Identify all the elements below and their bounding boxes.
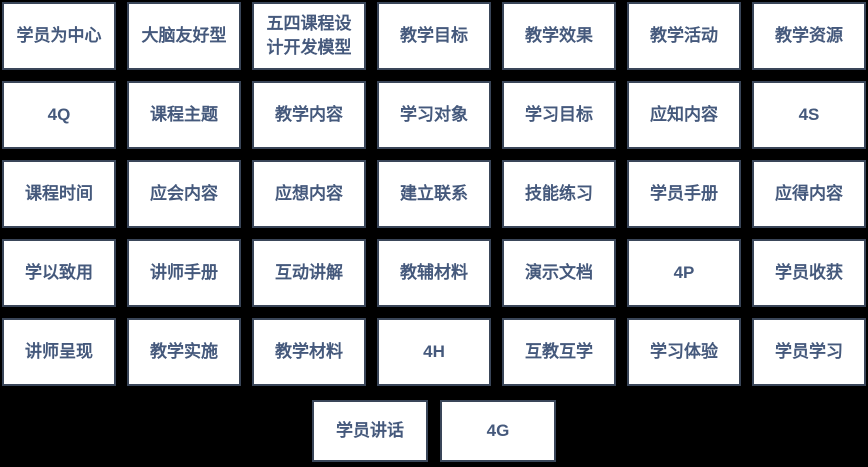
card[interactable]: 学员讲话 [312,400,428,462]
card[interactable]: 学员为中心 [2,2,116,70]
card[interactable]: 学员收获 [752,239,866,307]
card[interactable]: 应会内容 [127,160,241,228]
card[interactable]: 教学效果 [502,2,616,70]
card[interactable]: 五四课程设计开发模型 [252,2,366,70]
card[interactable]: 应知内容 [627,81,741,149]
card[interactable]: 技能练习 [502,160,616,228]
card[interactable]: 教学材料 [252,318,366,386]
card[interactable]: 课程时间 [2,160,116,228]
card[interactable]: 教学实施 [127,318,241,386]
card[interactable]: 互教互学 [502,318,616,386]
card[interactable]: 学习体验 [627,318,741,386]
card[interactable]: 4S [752,81,866,149]
card[interactable]: 教学活动 [627,2,741,70]
card[interactable]: 教学目标 [377,2,491,70]
card[interactable]: 学以致用 [2,239,116,307]
card[interactable]: 学习对象 [377,81,491,149]
card[interactable]: 教学资源 [752,2,866,70]
card[interactable]: 4P [627,239,741,307]
card[interactable]: 应想内容 [252,160,366,228]
card[interactable]: 课程主题 [127,81,241,149]
card[interactable]: 4G [440,400,556,462]
card[interactable]: 4H [377,318,491,386]
card[interactable]: 教学内容 [252,81,366,149]
card[interactable]: 讲师呈现 [2,318,116,386]
card[interactable]: 学习目标 [502,81,616,149]
card[interactable]: 大脑友好型 [127,2,241,70]
card[interactable]: 学员学习 [752,318,866,386]
card[interactable]: 讲师手册 [127,239,241,307]
card[interactable]: 互动讲解 [252,239,366,307]
card[interactable]: 应得内容 [752,160,866,228]
card[interactable]: 学员手册 [627,160,741,228]
card[interactable]: 演示文档 [502,239,616,307]
card[interactable]: 4Q [2,81,116,149]
card[interactable]: 建立联系 [377,160,491,228]
card[interactable]: 教辅材料 [377,239,491,307]
